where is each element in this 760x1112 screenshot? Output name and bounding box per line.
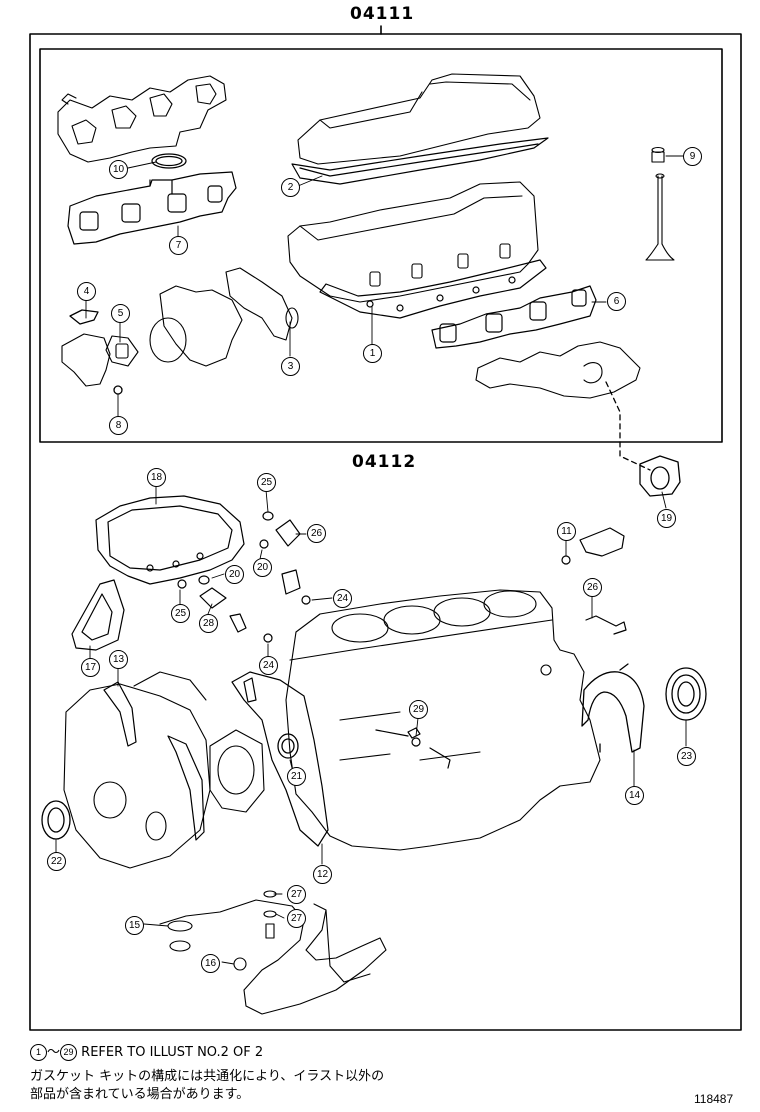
figure-number: 118487 (694, 1092, 734, 1106)
oil-strainer-drawing (159, 890, 387, 1015)
callout-22[interactable]: 22 (47, 852, 66, 871)
callout-29[interactable]: 29 (409, 700, 428, 719)
exhaust-manifold-gasket-drawing (431, 285, 597, 349)
timing-cover-drawing (63, 671, 211, 869)
ref-text: REFER TO ILLUST NO.2 OF 2 (81, 1045, 264, 1060)
callout-24-b[interactable]: 24 (259, 656, 278, 675)
reference-note: 1～29 REFER TO ILLUST NO.2 OF 2 (30, 1044, 263, 1061)
callout-9[interactable]: 9 (683, 147, 702, 166)
water-pump-drawing (149, 267, 299, 367)
callout-19[interactable]: 19 (657, 509, 676, 528)
callout-2[interactable]: 2 (281, 178, 300, 197)
exhaust-flange-gasket-drawing (639, 455, 681, 497)
cylinder-head-gasket-drawing (319, 259, 547, 319)
cylinder-block-drawing (285, 589, 601, 851)
callout-25-b[interactable]: 25 (171, 604, 190, 623)
callout-18[interactable]: 18 (147, 468, 166, 487)
callout-21[interactable]: 21 (287, 767, 306, 786)
callout-8[interactable]: 8 (109, 416, 128, 435)
oil-pump-gasket-drawing (71, 579, 125, 651)
japanese-note-line-1: ガスケット キットの構成には共通化により、イラスト以外の (30, 1069, 385, 1084)
callout-3[interactable]: 3 (281, 357, 300, 376)
upper-kit-frame (39, 25, 723, 443)
oil-level-gauge-grommet-drawing (375, 727, 451, 769)
callout-25-a[interactable]: 25 (257, 473, 276, 492)
kit-code-lower: 04112 (352, 452, 417, 472)
callout-5[interactable]: 5 (111, 304, 130, 323)
callout-15[interactable]: 15 (125, 916, 144, 935)
callout-24-a[interactable]: 24 (333, 589, 352, 608)
callout-27-b[interactable]: 27 (287, 909, 306, 928)
callout-12[interactable]: 12 (313, 865, 332, 884)
ref-end-callout: 29 (60, 1044, 78, 1061)
drain-plug-washer-drawing (69, 309, 123, 395)
callout-20-a[interactable]: 20 (225, 565, 244, 584)
ref-start-callout: 1 (30, 1044, 47, 1061)
rear-oil-seal-retainer-drawing (581, 663, 645, 753)
callout-28[interactable]: 28 (199, 614, 218, 633)
timing-cover-gasket-drawing (103, 681, 205, 841)
callout-27-a[interactable]: 27 (287, 885, 306, 904)
thermostat-housing-drawing (61, 333, 139, 387)
timing-chain-cover-gasket-drawing (95, 495, 245, 585)
callout-13[interactable]: 13 (109, 650, 128, 669)
exhaust-manifold-drawing (475, 341, 641, 399)
valve-and-stem-seal-drawing (645, 146, 675, 261)
end-plate-gasket-drawing (231, 671, 329, 847)
callout-26-a[interactable]: 26 (307, 524, 326, 543)
callout-1[interactable]: 1 (363, 344, 382, 363)
intake-manifold-gasket-drawing (67, 171, 237, 245)
ref-tilde: ～ (47, 1045, 61, 1060)
japanese-note-line-2: 部品が含まれている場合があります。 (30, 1087, 250, 1102)
leader-lines (55, 155, 687, 965)
callout-14[interactable]: 14 (625, 786, 644, 805)
callout-6[interactable]: 6 (607, 292, 626, 311)
kit-code-upper: 04111 (350, 4, 415, 24)
callout-11[interactable]: 11 (557, 522, 576, 541)
callout-26-b[interactable]: 26 (583, 578, 602, 597)
front-oil-seal-drawing (41, 800, 71, 840)
callout-23[interactable]: 23 (677, 747, 696, 766)
intake-manifold-drawing (57, 75, 227, 163)
callout-4[interactable]: 4 (77, 282, 96, 301)
callout-7[interactable]: 7 (169, 236, 188, 255)
cylinder-head-drawing (287, 181, 539, 303)
outer-frame (29, 33, 742, 1031)
rear-oil-seal-drawing (665, 667, 707, 721)
callout-16[interactable]: 16 (201, 954, 220, 973)
front-crank-seal-drawing (277, 733, 299, 759)
flange-gasket-leader (605, 381, 651, 471)
intake-o-ring-drawing (151, 153, 187, 169)
valve-cover-drawing (297, 73, 541, 165)
callout-10[interactable]: 10 (109, 160, 128, 179)
valve-cover-gasket-drawing (291, 137, 549, 185)
crankshaft-pulley-drawing (209, 729, 265, 813)
callout-20-b[interactable]: 20 (253, 558, 272, 577)
callout-17[interactable]: 17 (81, 658, 100, 677)
